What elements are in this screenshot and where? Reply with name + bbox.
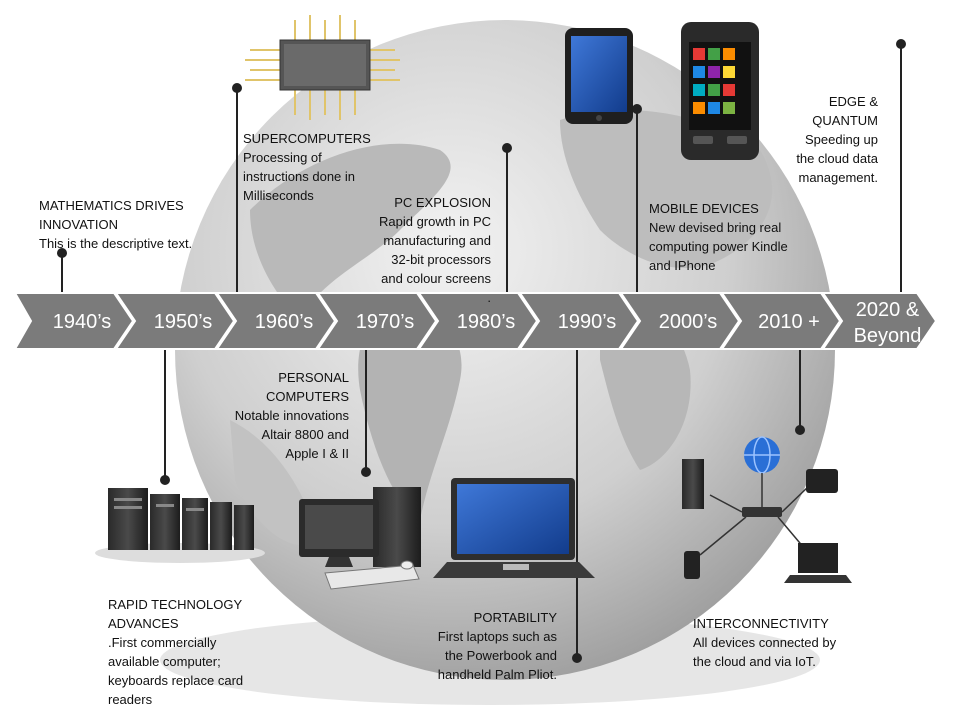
timeline-arrow-label: 1940’s xyxy=(53,311,112,333)
timeline-arrow-label: 1970’s xyxy=(356,311,415,333)
event-text: This is the descriptive text. xyxy=(39,236,193,251)
timeline-arrow-label: 2010 + xyxy=(758,311,820,333)
desktop-computer-icon xyxy=(299,487,421,590)
event-portability-label: PORTABILITY First laptops such as the Po… xyxy=(400,608,557,684)
timeline-arrow-label: 1960’s xyxy=(255,311,314,333)
timeline-arrow-label: Beyond xyxy=(854,325,922,347)
timeline-arrow xyxy=(417,292,539,350)
event-mobile-label: MOBILE DEVICES New devised bring real co… xyxy=(649,199,829,275)
event-edge-label: EDGE & QUANTUM Speeding up the cloud dat… xyxy=(760,92,878,187)
event-personal-label: PERSONAL COMPUTERS Notable innovations A… xyxy=(200,368,349,463)
timeline-arrow xyxy=(13,292,135,350)
tablet-icon xyxy=(565,28,633,124)
timeline-arrow xyxy=(518,292,640,350)
timeline-arrow-label: 1950’s xyxy=(154,311,213,333)
event-title: PORTABILITY xyxy=(473,610,557,625)
event-supercomputers-label: SUPERCOMPUTERS Processing of instruction… xyxy=(243,129,403,205)
timeline-arrow xyxy=(821,292,938,350)
network-globe-icon xyxy=(682,436,852,583)
timeline-arrow-label: 2000’s xyxy=(659,311,718,333)
laptop-icon xyxy=(433,478,595,578)
event-title: PC EXPLOSION xyxy=(394,195,491,210)
event-rapid-label: RAPID TECHNOLOGY ADVANCES .First commerc… xyxy=(108,595,278,709)
event-title: EDGE & QUANTUM xyxy=(812,94,878,128)
event-title: RAPID TECHNOLOGY ADVANCES xyxy=(108,597,243,631)
event-pc-explosion-label: PC EXPLOSION Rapid growth in PC manufact… xyxy=(340,193,491,307)
timeline-arrow-label: 1980’s xyxy=(457,311,516,333)
smartphone-icon xyxy=(681,22,759,160)
event-title: MOBILE DEVICES xyxy=(649,201,759,216)
timeline-arrow-label: 1990’s xyxy=(558,311,617,333)
timeline-arrows: 1940’s 1950’s 1960’s 1970’s 1980’s 1990’s 2000… xyxy=(13,292,938,350)
event-title: PERSONAL COMPUTERS xyxy=(265,370,349,404)
timeline-arrow xyxy=(114,292,236,350)
timeline-arrow xyxy=(316,292,438,350)
event-text: Speeding up the cloud data management. xyxy=(796,132,878,185)
event-title: MATHEMATICS DRIVES INNOVATION xyxy=(39,198,184,232)
server-rack-icon xyxy=(95,488,265,563)
event-text: .First commercially available computer; … xyxy=(108,635,244,707)
event-text: Rapid growth in PC manufacturing and 32-… xyxy=(379,214,491,305)
timeline-arrow xyxy=(619,292,741,350)
cpu-chip-icon xyxy=(245,15,400,120)
timeline-arrow-label: 2020 & xyxy=(856,299,920,321)
event-text: New devised bring real computing power K… xyxy=(649,220,788,273)
timeline-arrow xyxy=(720,292,842,350)
event-text: Notable innovations Altair 8800 and Appl… xyxy=(234,408,349,461)
event-text: First laptops such as the Powerbook and … xyxy=(437,629,557,682)
event-interconnect-label: INTERCONNECTIVITY All devices connected … xyxy=(693,614,873,671)
event-title: INTERCONNECTIVITY xyxy=(693,616,829,631)
event-text: All devices connected by the cloud and v… xyxy=(693,635,837,669)
event-text: Processing of instructions done in Milli… xyxy=(243,150,356,203)
timeline-arrow xyxy=(215,292,337,350)
event-title: SUPERCOMPUTERS xyxy=(243,131,371,146)
event-math-label: MATHEMATICS DRIVES INNOVATION This is th… xyxy=(39,196,239,253)
connector-lines xyxy=(57,39,906,663)
